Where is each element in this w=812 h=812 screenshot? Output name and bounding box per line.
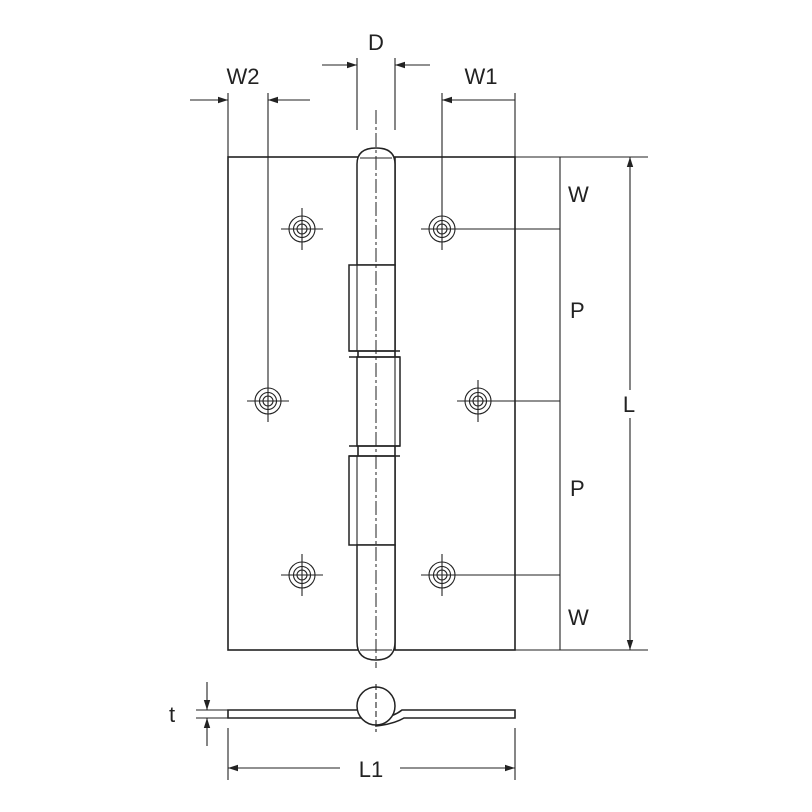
- right-leaf: [394, 156, 516, 651]
- screw-hole-left-top: [281, 208, 323, 250]
- hinge-side-view: [227, 684, 516, 732]
- dimension-w1: W1: [441, 64, 516, 208]
- label-p-lower: P: [570, 476, 585, 501]
- screw-hole-left-bottom: [281, 554, 323, 596]
- label-l1: L1: [359, 757, 383, 782]
- label-t: t: [169, 702, 175, 727]
- label-d: D: [368, 30, 384, 55]
- label-p-upper: P: [570, 298, 585, 323]
- dimension-pitch-chain: W P P W: [462, 156, 648, 651]
- hinge-barrel: [348, 110, 401, 668]
- left-leaf: [227, 156, 359, 651]
- dimension-l1: L1: [227, 728, 516, 782]
- dimension-d: D: [322, 30, 430, 130]
- label-w2: W2: [227, 64, 260, 89]
- label-w1: W1: [465, 64, 498, 89]
- label-w-bottom: W: [568, 605, 589, 630]
- dimension-w2: W2: [190, 64, 310, 380]
- dimension-l: L: [614, 157, 644, 650]
- screw-hole-right-middle: [457, 380, 499, 422]
- screw-hole-right-bottom: [421, 554, 463, 596]
- screw-hole-right-top: [421, 208, 463, 250]
- label-l: L: [623, 392, 635, 417]
- screw-holes: [247, 208, 499, 596]
- screw-hole-left-middle: [247, 380, 289, 422]
- label-w-top: W: [568, 182, 589, 207]
- dimension-t: t: [169, 682, 228, 746]
